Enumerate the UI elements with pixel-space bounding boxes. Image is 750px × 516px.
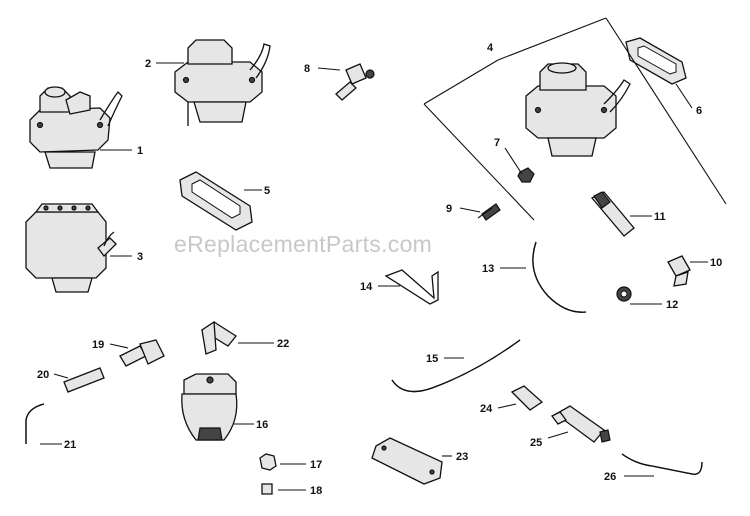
callout-7[interactable]: 7 — [494, 137, 500, 149]
hose-15[interactable] — [391, 339, 521, 393]
gasket-5[interactable] — [179, 171, 253, 231]
callout-13[interactable]: 13 — [482, 263, 494, 275]
callout-2[interactable]: 2 — [145, 58, 151, 70]
clamp-12[interactable] — [616, 286, 632, 302]
callout-5[interactable]: 5 — [264, 185, 270, 197]
fuel-filter-16[interactable] — [181, 373, 238, 441]
fuel-pump-3[interactable] — [25, 203, 117, 293]
group-bracket-4 — [423, 17, 727, 221]
elbow-10[interactable] — [667, 255, 691, 287]
watermark-text: eReplacementParts.com — [174, 231, 432, 257]
callout-26[interactable]: 26 — [604, 471, 616, 483]
callout-16[interactable]: 16 — [256, 419, 268, 431]
callout-8[interactable]: 8 — [304, 63, 310, 75]
callout-22[interactable]: 22 — [277, 338, 289, 350]
nipple-20[interactable] — [63, 367, 105, 393]
callout-24[interactable]: 24 — [480, 403, 493, 415]
callout-14[interactable]: 14 — [360, 281, 373, 293]
elbow-19[interactable] — [119, 339, 165, 367]
fuel-pump-4[interactable] — [525, 62, 631, 157]
fuel-pump-1[interactable] — [29, 86, 123, 169]
fitting-18[interactable] — [261, 483, 273, 495]
callout-10[interactable]: 10 — [710, 257, 722, 269]
elbow-fitting-8[interactable] — [335, 63, 375, 101]
hose-26[interactable] — [621, 453, 703, 475]
callout-11[interactable]: 11 — [654, 211, 666, 223]
gasket-6[interactable] — [625, 37, 687, 85]
callout-15[interactable]: 15 — [426, 353, 438, 365]
callout-labels: 1 2 3 4 5 6 7 8 9 10 11 12 13 14 15 16 1… — [37, 42, 722, 497]
fuel-pump-2[interactable] — [174, 39, 271, 126]
screw-9[interactable] — [477, 203, 501, 221]
callout-6[interactable]: 6 — [696, 105, 702, 117]
callout-3[interactable]: 3 — [137, 251, 143, 263]
nut-7[interactable] — [517, 167, 535, 183]
hose-fitting-11[interactable] — [590, 191, 635, 237]
callout-20[interactable]: 20 — [37, 369, 49, 381]
gasket-plate-23[interactable] — [371, 437, 443, 485]
bracket-14[interactable] — [384, 269, 439, 305]
callout-25[interactable]: 25 — [530, 437, 542, 449]
callout-23[interactable]: 23 — [456, 451, 468, 463]
inline-filter-25[interactable] — [551, 405, 611, 443]
callout-21[interactable]: 21 — [64, 439, 76, 451]
leader-lines — [40, 62, 708, 491]
elbow-22[interactable] — [200, 320, 237, 355]
sleeve-24[interactable] — [510, 385, 544, 411]
callout-17[interactable]: 17 — [310, 459, 322, 471]
elbow-hose-21[interactable] — [25, 403, 45, 444]
callout-9[interactable]: 9 — [446, 203, 452, 215]
hose-13[interactable] — [532, 241, 587, 313]
nut-17[interactable] — [259, 453, 277, 471]
callout-4[interactable]: 4 — [487, 42, 494, 54]
callout-19[interactable]: 19 — [92, 339, 104, 351]
callout-18[interactable]: 18 — [310, 485, 322, 497]
callout-1[interactable]: 1 — [137, 145, 143, 157]
callout-12[interactable]: 12 — [666, 299, 678, 311]
